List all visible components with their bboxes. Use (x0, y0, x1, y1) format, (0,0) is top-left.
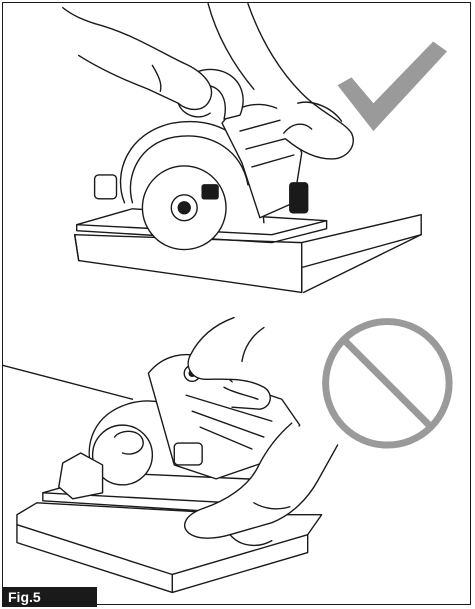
figure-label: Fig.5 (2, 587, 97, 607)
figure-frame (2, 2, 471, 605)
prohibition-icon (3, 303, 470, 603)
panel-incorrect-usage (3, 303, 470, 603)
check-mark-icon (3, 3, 470, 303)
panel-correct-usage (3, 3, 470, 303)
